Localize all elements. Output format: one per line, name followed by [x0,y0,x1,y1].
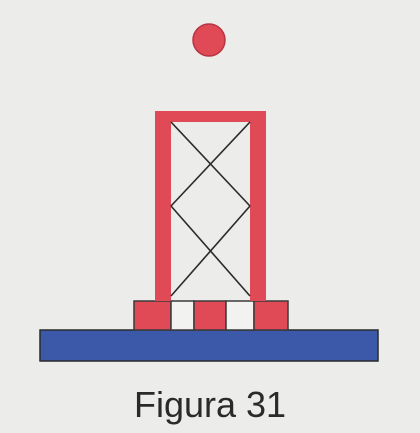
tower-top-bar [155,111,266,122]
base-block-gap-right [225,300,255,331]
base-block-right [253,300,289,331]
base-block-left [133,300,172,331]
tower-right-post [250,111,266,301]
base-block-gap-left [170,300,195,331]
tower-lattice [170,121,251,297]
tower-left-post [155,111,171,301]
base-block-middle [193,300,227,331]
figure-caption: Figura 31 [133,384,287,425]
topmark-sphere [192,23,226,57]
blue-platform [39,329,379,362]
